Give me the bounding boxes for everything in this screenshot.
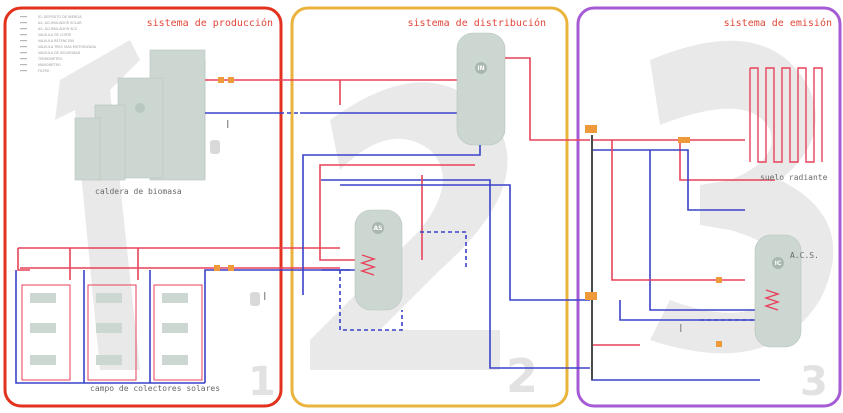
solar-collector-field xyxy=(21,284,203,381)
caption-floor: suelo radiante xyxy=(760,173,828,182)
buffer-tank: IN xyxy=(456,32,506,146)
legend-item: TERMOMETRO xyxy=(37,57,63,61)
caption-acs: A.C.S. xyxy=(790,251,819,260)
radiant-floor-coil xyxy=(749,67,823,163)
solar-panel-icon xyxy=(30,293,188,365)
panel-title-distribution: sistema de distribución xyxy=(408,17,546,29)
caption-boiler: caldera de biomasa xyxy=(95,187,182,196)
dhw-tank: IC xyxy=(754,234,802,348)
pipes-emission xyxy=(591,135,800,381)
legend-item: VALVULA DE CORTE xyxy=(38,33,71,37)
panel-number-2: 2 xyxy=(506,349,538,403)
thermometer-icon xyxy=(227,120,682,332)
legend-item: FILTRO xyxy=(38,69,50,73)
panel-title-emission: sistema de emisión xyxy=(724,17,832,29)
legend-item: AS. ACUMULADOR ACS xyxy=(38,27,77,31)
valve-icon xyxy=(214,77,722,347)
panel-distribution: sistema de distribución xyxy=(290,6,569,408)
panel-number-3: 3 xyxy=(800,359,828,405)
legend-item: AS. ACUMULADOR SOLAR xyxy=(38,21,82,25)
caption-collectors: campo de colectores solares xyxy=(90,384,220,393)
legend: ID. DEPOSITO DE INERCIA AS. ACUMULADOR S… xyxy=(20,15,97,73)
panel-title-production: sistema de producción xyxy=(147,17,273,29)
legend-item: VALVULA RETENCION xyxy=(38,39,74,43)
pipes-distribution xyxy=(302,57,590,369)
legend-item: VALVULA DE SEGURIDAD xyxy=(38,51,81,55)
solar-tank-label: AS xyxy=(374,225,383,232)
legend-item: MANOMETRO xyxy=(38,63,61,67)
panel-number-1: 1 xyxy=(248,359,276,405)
buffer-tank-label: IN xyxy=(477,65,484,72)
boiler-gauge-icon xyxy=(135,103,145,113)
biomass-boiler xyxy=(74,49,206,181)
dhw-tank-label: IC xyxy=(775,260,782,267)
legend-symbols xyxy=(20,16,27,72)
solar-storage-tank: AS xyxy=(354,209,403,311)
legend-item: VALVULA TRES VIAS MOTORIZADA xyxy=(38,45,97,49)
panel-emission: sistema de emisión xyxy=(576,6,842,408)
panel-production: sistema de producción xyxy=(3,6,283,408)
expansion-vessel-icon xyxy=(210,140,260,306)
pipes-production xyxy=(15,79,460,384)
legend-item: ID. DEPOSITO DE INERCIA xyxy=(38,15,82,19)
